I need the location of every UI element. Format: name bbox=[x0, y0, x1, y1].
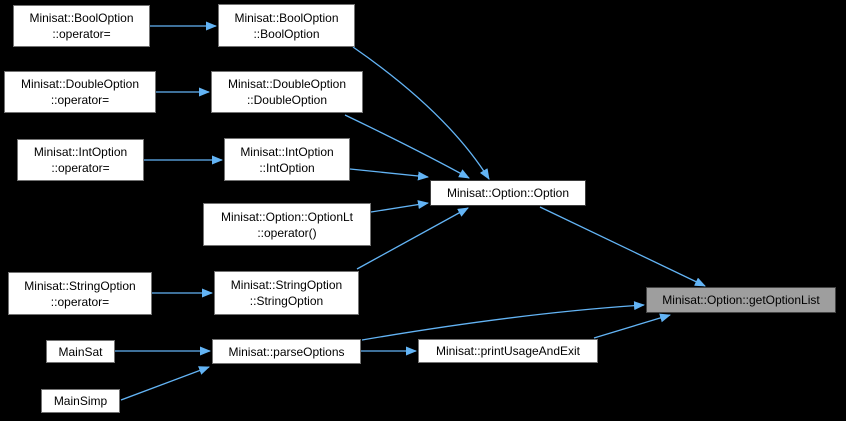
edge-intoption-ctor-to-option-ctor bbox=[349, 168, 429, 181]
node-minisat-option-getoptionlist: Minisat::Option::getOptionList bbox=[646, 287, 836, 313]
edge-doubleoption-ctor-to-option-ctor bbox=[344, 114, 470, 179]
node-minisat-printusageandexit[interactable]: Minisat::printUsageAndExit bbox=[418, 339, 598, 363]
edge-parseoptions-to-getoptionlist bbox=[361, 301, 645, 341]
node-minisat-booloption-ctor[interactable]: Minisat::BoolOption ::BoolOption bbox=[218, 4, 355, 47]
node-mainsimp[interactable]: MainSimp bbox=[41, 389, 120, 413]
node-minisat-optionlt-call-operator[interactable]: Minisat::Option::OptionLt ::operator() bbox=[203, 203, 371, 246]
node-minisat-doubleoption-operator[interactable]: Minisat::DoubleOption ::operator= bbox=[4, 71, 156, 113]
edge-booloption-ctor-to-option-ctor bbox=[352, 46, 490, 180]
edge-mainsimp-to-parseoptions bbox=[120, 366, 210, 401]
node-minisat-booloption-operator[interactable]: Minisat::BoolOption ::operator= bbox=[13, 5, 150, 47]
node-mainsat[interactable]: MainSat bbox=[46, 340, 115, 363]
edge-printusageandexit-to-getoptionlist bbox=[593, 313, 671, 339]
node-minisat-stringoption-ctor[interactable]: Minisat::StringOption ::StringOption bbox=[214, 271, 359, 315]
node-minisat-intoption-operator[interactable]: Minisat::IntOption ::operator= bbox=[17, 139, 144, 181]
edge-optionlt-call-to-option-ctor bbox=[370, 200, 429, 213]
node-minisat-parseoptions[interactable]: Minisat::parseOptions bbox=[212, 339, 361, 364]
edge-stringoption-ctor-to-option-ctor bbox=[356, 207, 469, 270]
node-minisat-stringoption-operator[interactable]: Minisat::StringOption ::operator= bbox=[8, 272, 152, 315]
node-minisat-option-ctor[interactable]: Minisat::Option::Option bbox=[430, 180, 586, 206]
edge-option-ctor-to-getoptionlist bbox=[539, 206, 706, 287]
node-minisat-doubleoption-ctor[interactable]: Minisat::DoubleOption ::DoubleOption bbox=[211, 71, 363, 113]
node-minisat-intoption-ctor[interactable]: Minisat::IntOption ::IntOption bbox=[224, 138, 350, 181]
